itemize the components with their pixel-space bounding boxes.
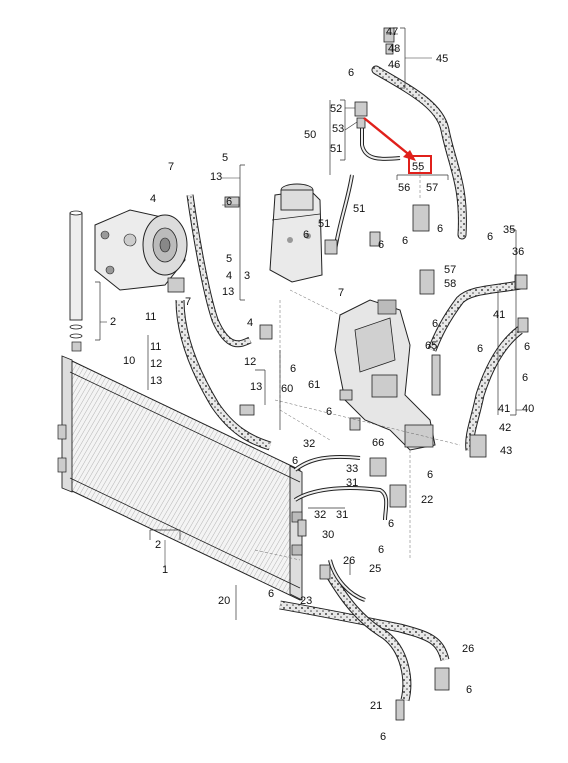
callout-7: 7 (168, 161, 174, 173)
callout-6: 6 (348, 67, 354, 79)
callout-23: 23 (300, 595, 312, 607)
callout-6: 6 (402, 235, 408, 247)
callout-40: 40 (522, 403, 534, 415)
callout-6: 6 (524, 341, 530, 353)
callout-36: 36 (512, 246, 524, 258)
callout-13: 13 (210, 171, 222, 183)
callout-6: 6 (432, 318, 438, 330)
ac-compressor (94, 209, 188, 291)
callout-60: 60 (281, 383, 293, 395)
callout-31: 31 (346, 477, 358, 489)
callout-1: 1 (162, 564, 168, 576)
callout-6: 6 (427, 469, 433, 481)
callout-6: 6 (388, 518, 394, 530)
callout-6: 6 (380, 731, 386, 743)
callout-6: 6 (477, 343, 483, 355)
callout-26: 26 (343, 555, 355, 567)
callout-42: 42 (499, 422, 511, 434)
callout-45: 45 (436, 53, 448, 65)
callout-35: 35 (503, 224, 515, 236)
callout-65: 65 (425, 340, 437, 352)
callout-2: 2 (155, 539, 161, 551)
callout-6: 6 (290, 363, 296, 375)
callout-30: 30 (322, 529, 334, 541)
callout-6: 6 (326, 406, 332, 418)
evaporator-housing (269, 183, 323, 283)
callout-12: 12 (244, 356, 256, 368)
callout-6: 6 (437, 223, 443, 235)
callout-31: 31 (336, 509, 348, 521)
callout-13: 13 (222, 286, 234, 298)
condenser (57, 355, 303, 601)
callout-5: 5 (226, 253, 232, 265)
callout-57: 57 (444, 264, 456, 276)
callout-48: 48 (388, 43, 400, 55)
small-fittings (167, 27, 529, 721)
callout-6: 6 (378, 544, 384, 556)
callout-41: 41 (493, 309, 505, 321)
callout-6: 6 (466, 684, 472, 696)
callout-4: 4 (226, 270, 232, 282)
callout-25: 25 (369, 563, 381, 575)
callout-53: 53 (332, 123, 344, 135)
callout-22: 22 (421, 494, 433, 506)
callout-4: 4 (150, 193, 156, 205)
callout-51: 51 (318, 218, 330, 230)
callout-56: 56 (398, 182, 410, 194)
callout-47: 47 (386, 26, 398, 38)
callout-58: 58 (444, 278, 456, 290)
callout-26: 26 (462, 643, 474, 655)
callout-3: 3 (244, 270, 250, 282)
callout-32: 32 (303, 438, 315, 450)
callout-12: 12 (150, 358, 162, 370)
mounting-bracket (334, 299, 436, 451)
callout-6: 6 (303, 229, 309, 241)
callout-33: 33 (346, 463, 358, 475)
dryer-cartridge (69, 210, 83, 352)
callout-41: 41 (498, 403, 510, 415)
callout-46: 46 (388, 59, 400, 71)
callout-6: 6 (268, 588, 274, 600)
callout-13: 13 (150, 375, 162, 387)
callout-50: 50 (304, 129, 316, 141)
refrigerant-hoses (175, 65, 523, 702)
callout-2: 2 (110, 316, 116, 328)
callout-61: 61 (308, 379, 320, 391)
callout-51: 51 (330, 143, 342, 155)
callout-5: 5 (222, 152, 228, 164)
leader-lines (95, 27, 522, 620)
highlight-arrow (363, 117, 432, 174)
callout-7: 7 (338, 287, 344, 299)
callout-11: 11 (150, 341, 161, 353)
callout-51: 51 (353, 203, 365, 215)
callout-20: 20 (218, 595, 230, 607)
callout-55: 55 (412, 161, 424, 173)
callout-6: 6 (292, 455, 298, 467)
callout-4: 4 (247, 317, 253, 329)
callout-13: 13 (250, 381, 262, 393)
callout-32: 32 (314, 509, 326, 521)
callout-6: 6 (226, 196, 232, 208)
callout-7: 7 (185, 296, 191, 308)
callout-6: 6 (378, 239, 384, 251)
callout-11: 11 (145, 311, 156, 323)
callout-6: 6 (522, 372, 528, 384)
callout-66: 66 (372, 437, 384, 449)
callout-6: 6 (487, 231, 493, 243)
callout-57: 57 (426, 182, 438, 194)
callout-21: 21 (370, 700, 382, 712)
callout-43: 43 (500, 445, 512, 457)
callout-52: 52 (330, 103, 342, 115)
callout-10: 10 (123, 355, 135, 367)
